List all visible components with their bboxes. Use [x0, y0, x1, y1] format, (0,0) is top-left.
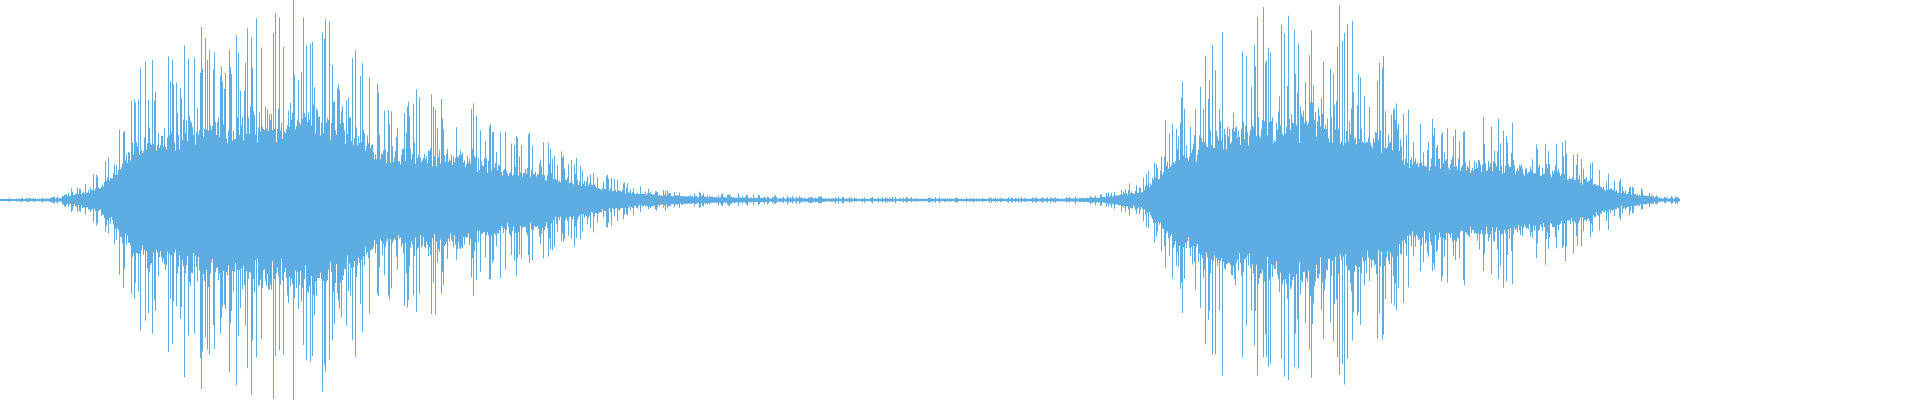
waveform-samples [0, 0, 1680, 400]
